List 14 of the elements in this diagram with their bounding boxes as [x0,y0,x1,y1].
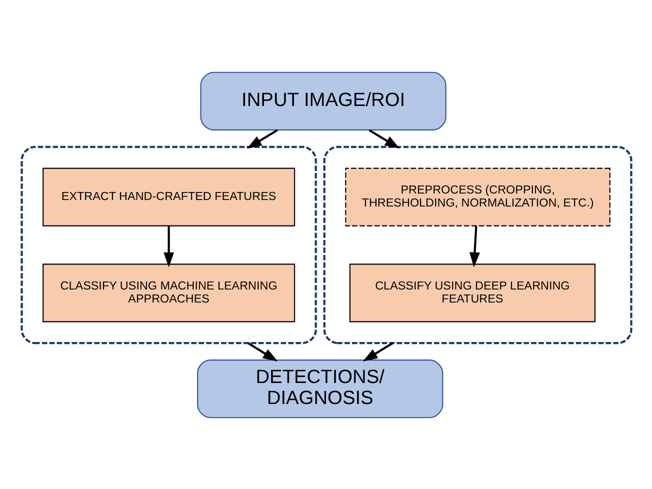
arrow [468,226,480,267]
node-box: CLASSIFY USING DEEP LEARNING FEATURES [348,263,596,322]
node-box: EXTRACT HAND-CRAFTED FEATURES [42,167,295,226]
node-box: PREPROCESS (CROPPING, THRESHOLDING, NORMALIZATION, ETC.) [344,167,610,226]
arrow [246,342,278,362]
cluster [20,145,316,344]
arrow [246,128,278,148]
node-box: DETECTIONS/ DIAGNOSIS [196,359,443,418]
arrow [368,128,400,148]
node-box: CLASSIFY USING MACHINE LEARNING APPROACHES [42,263,295,322]
cluster [322,145,632,344]
arrow [163,226,174,267]
node-box: INPUT IMAGE/ROI [200,71,446,130]
arrow [362,342,393,362]
